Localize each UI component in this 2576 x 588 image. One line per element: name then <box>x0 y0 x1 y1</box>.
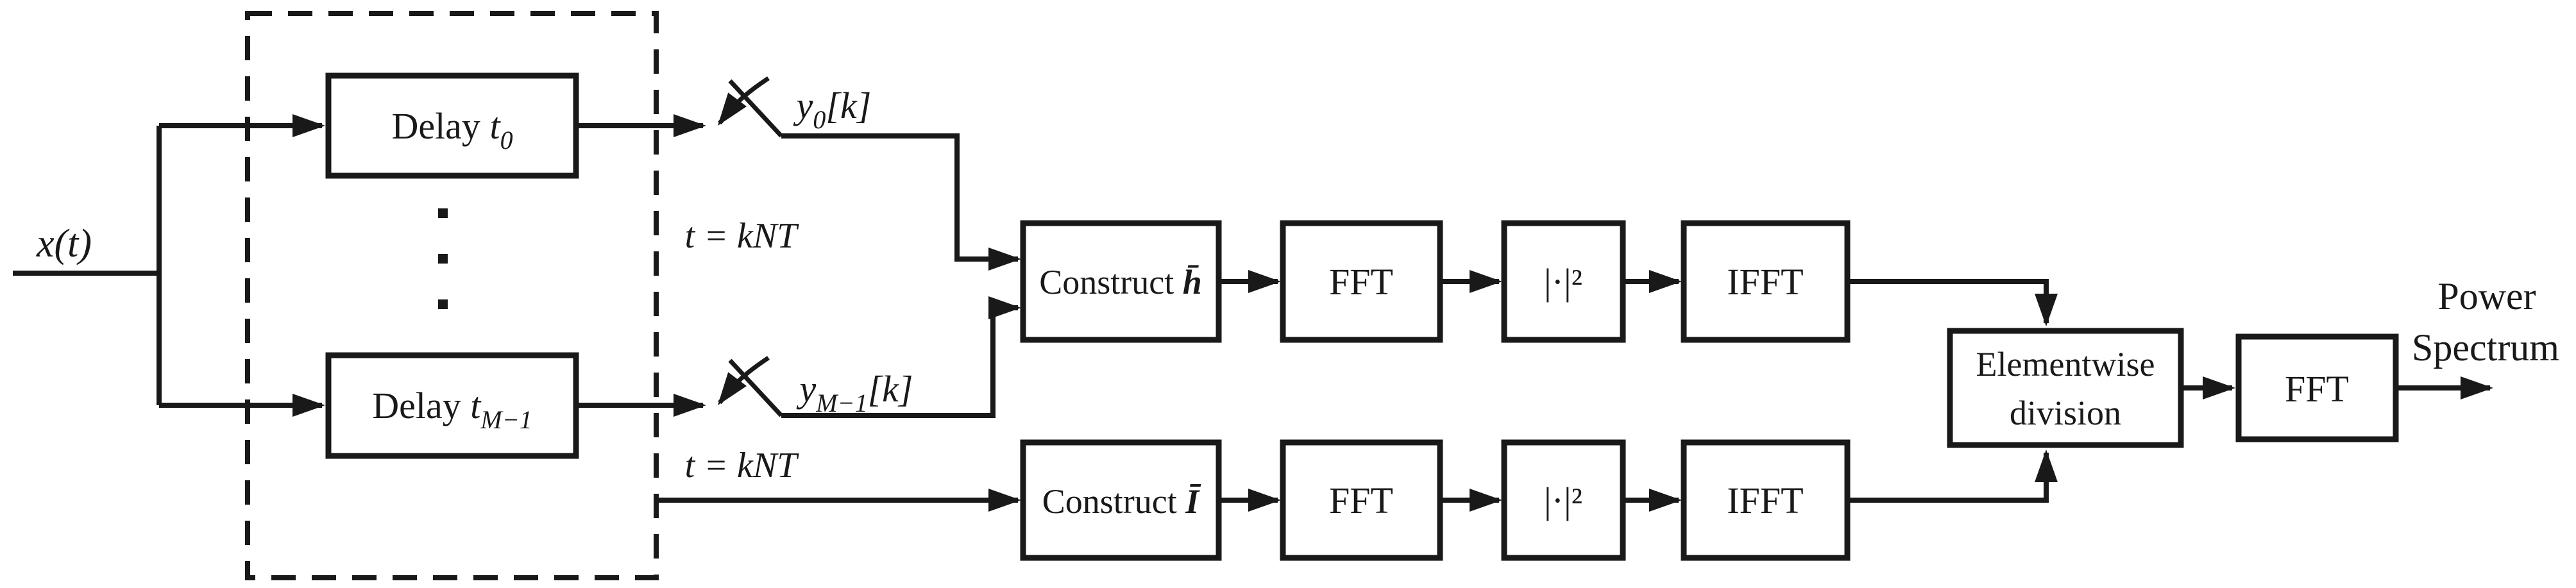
output-label-spectrum: Spectrum <box>2412 326 2559 369</box>
sampling-bank-border <box>245 11 659 580</box>
sample-time-bottom-label: t = kNT <box>685 446 800 485</box>
switch-top-arm-icon <box>728 79 783 138</box>
ifft-top-box <box>1681 220 1851 343</box>
magnitude-squared-top-label: |·|² <box>1544 261 1582 303</box>
delay-top-box <box>325 72 579 179</box>
sampler-bottom: yM−1[k] t = kNT <box>576 296 1021 512</box>
magnitude-squared-bottom-box <box>1501 439 1626 561</box>
fft-bottom-box <box>1280 439 1443 561</box>
magnitude-squared-bottom-label: |·|² <box>1544 480 1582 521</box>
construct-i-box <box>1020 439 1222 561</box>
switch-bottom-output-label: yM−1[k] <box>797 368 913 417</box>
construct-h-label: Construct h̄ <box>1039 263 1202 301</box>
sampling-bank: Delay t0 Delay tM−1 <box>245 11 659 580</box>
vertical-ellipsis-icon <box>438 208 448 309</box>
fft-final-label: FFT <box>2285 368 2349 410</box>
switch-top-swing-arrow-icon <box>717 76 770 126</box>
input-signal-label: x(t) <box>36 222 92 265</box>
elementwise-division-label-line2: division <box>2010 394 2121 432</box>
switch-top-output-label: y0[k] <box>793 85 872 134</box>
chain-bottom: Construct Ī FFT |·|² IFFT <box>1020 439 2058 561</box>
construct-h-box <box>1020 220 1222 343</box>
ifft-top-label: IFFT <box>1727 261 1803 303</box>
ifft-top-to-division-line <box>1847 279 2058 326</box>
sampler-top: y0[k] t = kNT <box>576 76 1021 271</box>
magnitude-squared-top-box <box>1501 220 1626 343</box>
input-section: x(t) <box>13 114 325 417</box>
fft-bottom-label: FFT <box>1329 480 1393 521</box>
switch-top-to-construct-line <box>781 133 1021 271</box>
delay-bottom-label: Delay tM−1 <box>372 385 532 434</box>
switch-bottom-swing-arrow-icon <box>717 356 770 405</box>
elementwise-division-label-line1: Elementwise <box>1976 345 2155 383</box>
delay-top-label: Delay t0 <box>391 105 513 155</box>
switch-bottom-to-construct-line <box>781 296 1021 418</box>
sample-time-top-label: t = kNT <box>685 216 800 256</box>
fft-top-label: FFT <box>1329 261 1393 303</box>
chain-top: Construct h̄ FFT |·|² IFFT <box>1020 220 2058 343</box>
delay-bottom-box <box>325 352 579 459</box>
ifft-bottom-to-division-line <box>1847 449 2058 503</box>
fft-final-box <box>2235 333 2399 442</box>
output-section: Elementwise division FFT Power Spectrum <box>1947 275 2559 448</box>
ifft-bottom-box <box>1681 439 1851 561</box>
output-label-power: Power <box>2437 275 2536 317</box>
construct-i-label: Construct Ī <box>1042 482 1202 521</box>
ifft-bottom-label: IFFT <box>1727 480 1803 521</box>
switch-bottom-arm-icon <box>728 358 783 417</box>
elementwise-division-box <box>1947 328 2184 448</box>
